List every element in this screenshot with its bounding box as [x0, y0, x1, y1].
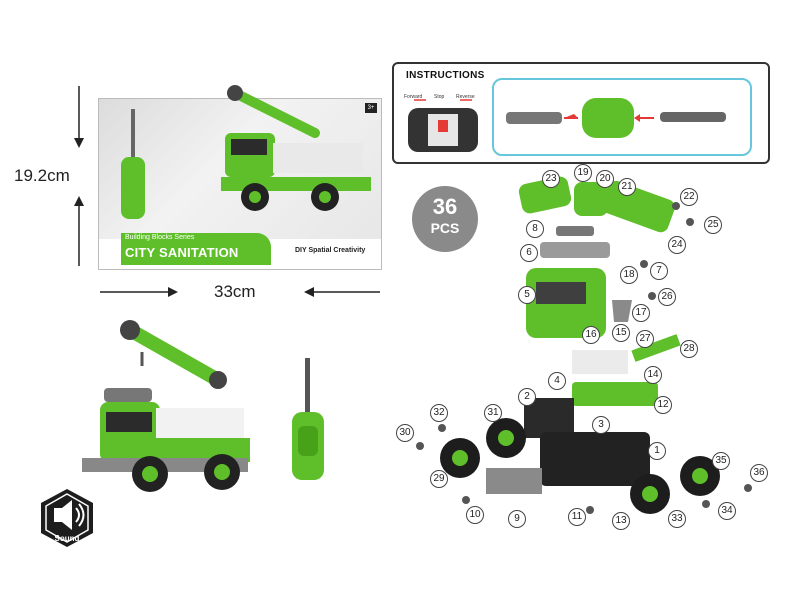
part-number: 27 — [636, 330, 654, 348]
part-number: 26 — [658, 288, 676, 306]
instructions-title: INSTRUCTIONS — [406, 70, 485, 81]
pieces-label: PCS — [430, 220, 460, 236]
part-number: 24 — [668, 236, 686, 254]
part-number: 1 — [648, 442, 666, 460]
switch-diagram — [408, 99, 478, 152]
part-number: 11 — [568, 508, 586, 526]
part-number: 6 — [520, 244, 538, 262]
part-number: 3 — [592, 416, 610, 434]
part-number: 19 — [574, 164, 592, 182]
part-number: 18 — [620, 266, 638, 284]
part-number: 7 — [650, 262, 668, 280]
part-number: 21 — [618, 178, 636, 196]
height-dimension: 19.2cm — [14, 166, 70, 185]
label-forward: Forward — [404, 94, 423, 100]
part-number: 17 — [632, 304, 650, 322]
part-number: 13 — [612, 512, 630, 530]
box-truck-image — [221, 85, 371, 211]
box-title-banner — [121, 233, 271, 265]
part-number: 25 — [704, 216, 722, 234]
screwdriver-icon — [121, 109, 145, 219]
part-number: 2 — [518, 388, 536, 406]
part-number: 36 — [750, 464, 768, 482]
packaging-box: 3+ Building Blocks Series CITY SANITATIO… — [98, 85, 382, 270]
part-number: 5 — [518, 286, 536, 304]
part-number: 23 — [542, 170, 560, 188]
part-number: 10 — [466, 506, 484, 524]
part-number: 16 — [582, 326, 600, 344]
part-number: 9 — [508, 510, 526, 528]
label-stop: Stop — [434, 94, 445, 100]
part-number: 22 — [680, 188, 698, 206]
pieces-count-badge: 36 PCS — [412, 186, 478, 252]
assembled-truck-image — [82, 320, 250, 492]
box-brand: DIY Spatial Creativity — [295, 247, 366, 254]
box-series-label: Building Blocks Series — [125, 234, 195, 241]
sound-badge: Sound — [38, 488, 96, 548]
pieces-count: 36 — [432, 194, 458, 219]
sound-label: Sound — [54, 534, 80, 543]
part-number: 35 — [712, 452, 730, 470]
part-number: 34 — [718, 502, 736, 520]
part-number: 30 — [396, 424, 414, 442]
part-number: 33 — [668, 510, 686, 528]
part-number: 8 — [526, 220, 544, 238]
age-badge: 3+ — [365, 103, 377, 113]
label-reverse: Reverse — [456, 94, 475, 100]
width-dimension: 33cm — [214, 282, 256, 301]
part-number: 14 — [644, 366, 662, 384]
part-number: 15 — [612, 324, 630, 342]
part-number: 4 — [548, 372, 566, 390]
standalone-screwdriver-icon — [292, 358, 324, 480]
part-number: 20 — [596, 170, 614, 188]
part-number: 28 — [680, 340, 698, 358]
box-title: CITY SANITATION — [125, 245, 239, 260]
instructions-panel: INSTRUCTIONS Forward Stop Reverse — [392, 62, 770, 164]
battery-insertion-panel — [492, 78, 752, 156]
part-number: 32 — [430, 404, 448, 422]
part-number: 12 — [654, 396, 672, 414]
part-number: 29 — [430, 470, 448, 488]
battery-screwdriver-diagram — [506, 98, 726, 138]
part-number: 31 — [484, 404, 502, 422]
speaker-icon — [41, 489, 93, 547]
